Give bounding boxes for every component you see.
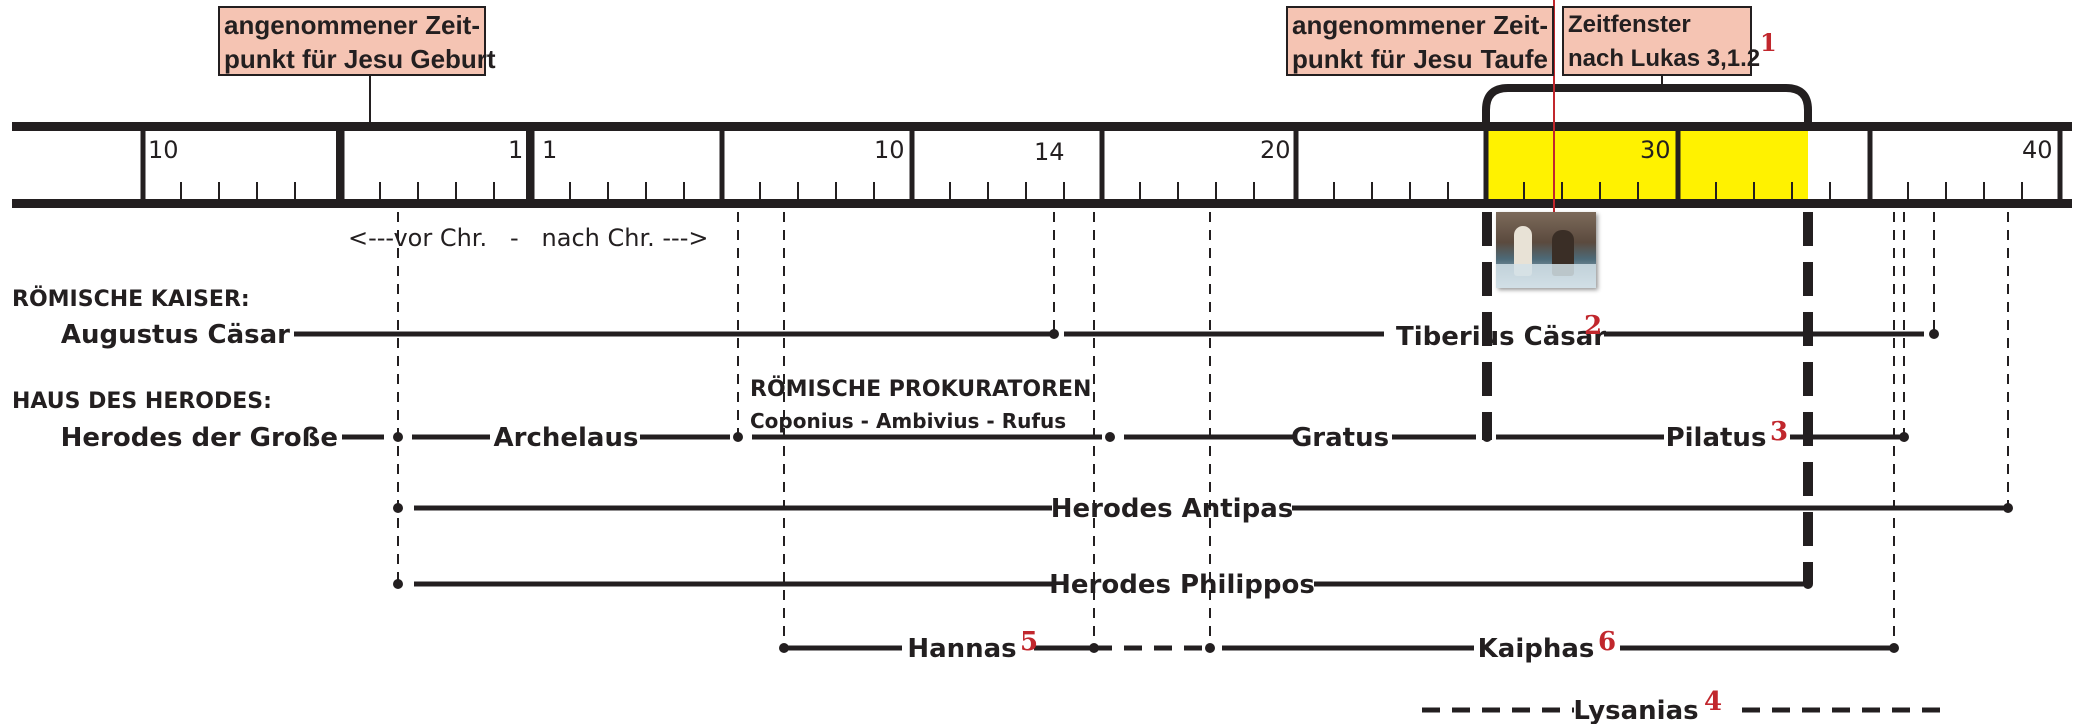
callout-zeitfenster: Zeitfenster nach Lukas 3,1.2 <box>1562 6 1761 76</box>
ruler-gratus: Gratus <box>1291 423 1389 453</box>
ruler-top-band <box>12 122 2072 131</box>
callout-zeitfenster-line2: nach Lukas 3,1.2 <box>1568 45 1761 72</box>
antipas-end-dot <box>2003 503 2013 513</box>
era-divider-left <box>336 128 343 202</box>
ruler-herod-great: Herodes der Große <box>61 423 338 453</box>
ruler-bottom-band <box>12 199 2072 208</box>
footnote-kaiphas: 6 <box>1598 627 1616 657</box>
ruler-hannas: Hannas <box>907 634 1016 664</box>
era-divider <box>526 128 534 202</box>
axis-label-1bc: 1 <box>508 136 523 164</box>
footnote-tiberius: 2 <box>1584 311 1602 341</box>
footnote-lysanias: 4 <box>1704 687 1722 717</box>
axis-label-10bc: 10 <box>148 136 179 164</box>
ruler-antipas: Herodes Antipas <box>1051 494 1293 524</box>
ruler-pilatus: Pilatus <box>1666 423 1767 453</box>
procurator-names: Coponius - Ambivius - Rufus <box>750 409 1066 433</box>
callout-baptism-line2: punkt für Jesu Taufe <box>1292 44 1548 74</box>
zeitfenster-bracket <box>1482 84 1812 128</box>
era-label: <---vor Chr. - nach Chr. ---> <box>348 224 708 252</box>
baptism-photo <box>1496 212 1596 288</box>
callout-baptism-line1: angenommener Zeit- <box>1292 10 1548 40</box>
ruler-philippos: Herodes Philippos <box>1049 570 1315 600</box>
philippos-end-dot <box>1803 579 1813 589</box>
section-emperors: RÖMISCHE KAISER: <box>12 286 250 312</box>
ruler-lysanias: Lysanias <box>1573 696 1698 724</box>
zeitfenster-boundaries <box>1482 212 1813 584</box>
axis-label-30ad: 30 <box>1640 136 1671 164</box>
augustus-end-dot <box>1049 329 1059 339</box>
antipas-start-dot <box>393 503 403 513</box>
ruler-kaiphas: Kaiphas <box>1478 634 1595 664</box>
ruler-archelaus: Archelaus <box>494 423 639 453</box>
axis-label-1ad: 1 <box>542 136 557 164</box>
callout-zeitfenster-line1: Zeitfenster <box>1568 11 1691 38</box>
section-procurators: RÖMISCHE PROKURATOREN <box>750 376 1091 402</box>
callout-birth-line1: angenommener Zeit- <box>224 10 480 40</box>
herod-row-dots <box>393 432 1909 442</box>
priest-row-dots <box>779 643 1899 653</box>
axis-label-14ad: 14 <box>1034 138 1065 166</box>
axis-label-20ad: 20 <box>1260 136 1291 164</box>
axis-label-10ad: 10 <box>874 136 905 164</box>
footnote-hannas: 5 <box>1020 627 1038 657</box>
footnote-zeitfenster: 1 <box>1760 28 1777 57</box>
ruler-minor-ticks <box>180 182 2023 200</box>
callout-birth-line2: punkt für Jesu Geburt <box>224 44 496 74</box>
date-guides <box>397 212 2009 648</box>
tiberius-end-dot <box>1929 329 1939 339</box>
photo-water <box>1496 264 1596 288</box>
footnote-pilatus: 3 <box>1770 417 1788 447</box>
section-herod-house: HAUS DES HERODES: <box>12 389 272 414</box>
axis-label-40ad: 40 <box>2022 136 2053 164</box>
philippos-start-dot <box>393 579 403 589</box>
ruler-augustus: Augustus Cäsar <box>61 320 290 350</box>
callout-baptism: angenommener Zeit- punkt für Jesu Taufe <box>1286 6 1554 76</box>
callout-birth: angenommener Zeit- punkt für Jesu Geburt <box>218 6 496 76</box>
ruler-tiberius: Tiberius Cäsar <box>1396 322 1606 352</box>
photo-figure-jesus <box>1514 226 1532 276</box>
